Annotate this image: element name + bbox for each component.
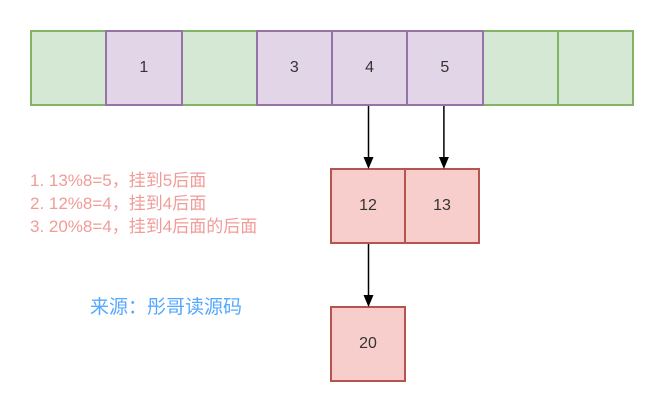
annotation-line-3: 3. 20%8=4，挂到4后面的后面 [30,217,258,236]
arrow-cell5-to-node13 [438,106,449,169]
chain-node-12: 12 [330,168,406,244]
array-cell-2 [180,30,258,106]
array-cell-6 [481,30,559,106]
annotation-line-1: 1. 13%8=5，挂到5后面 [30,171,207,190]
array-cell-0 [30,30,108,106]
array-cell-7 [556,30,634,106]
array-cell-3: 3 [255,30,333,106]
arrow-cell4-to-node12 [363,106,374,169]
arrow-node12-to-node20 [363,244,374,307]
array-cell-5: 5 [406,30,484,106]
chain-node-20: 20 [330,306,406,382]
chain-node-13: 13 [404,168,480,244]
array-cell-1: 1 [105,30,183,106]
source-caption: 来源：彤哥读源码 [90,297,243,318]
annotation-line-2: 2. 12%8=4，挂到4后面 [30,194,207,213]
array-cell-4: 4 [331,30,409,106]
annotation-block: 1. 13%8=5，挂到5后面 2. 12%8=4，挂到4后面 3. 20%8=… [30,169,257,238]
